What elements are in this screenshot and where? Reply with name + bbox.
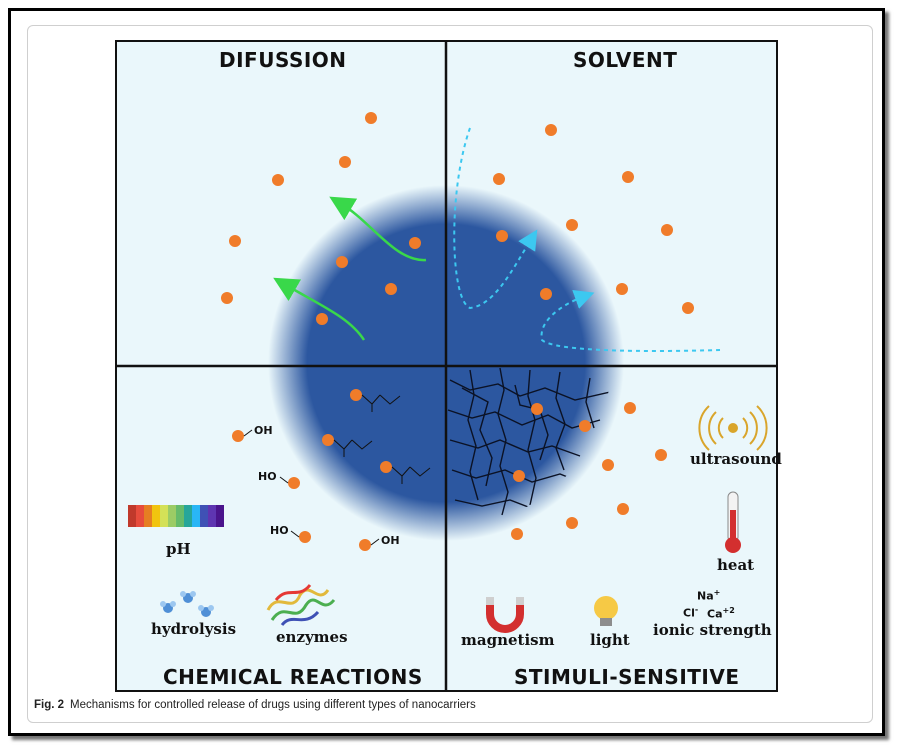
figure-caption: Fig. 2 Mechanisms for controlled release … — [34, 699, 476, 711]
ester-molecules — [322, 389, 431, 484]
heat-label: heat — [717, 556, 755, 574]
calcium-ion: Ca+2 — [707, 606, 735, 621]
diffusion-title: DIFUSSION — [219, 48, 347, 72]
diffusion-arrow — [329, 196, 427, 262]
chemical-reactions-title: CHEMICAL REACTIONS — [163, 665, 423, 689]
ph-scale-icon — [128, 505, 224, 527]
thermometer-icon — [725, 491, 741, 553]
drug-particles-stimuli — [511, 402, 667, 540]
solvent-title: SOLVENT — [573, 48, 678, 72]
solvent-arrow — [540, 289, 721, 352]
magnetism-label: magnetism — [461, 631, 555, 649]
drug-particles-solvent — [493, 124, 694, 314]
caption-text: Mechanisms for controlled release of dru… — [70, 699, 476, 711]
magnet-icon — [486, 597, 524, 633]
light-label: light — [590, 631, 630, 649]
hydrolysis-label: hydrolysis — [151, 620, 237, 638]
figure-label: Fig. 2 — [34, 699, 65, 711]
water-molecules-icon — [160, 591, 214, 617]
ph-label: pH — [166, 540, 191, 558]
solvent-arrow — [453, 127, 538, 310]
ultrasound-icon — [698, 405, 768, 451]
ho-label: HO — [258, 470, 277, 483]
drug-particles-diffusion — [221, 112, 421, 325]
light-bulb-icon — [594, 596, 618, 626]
enzymes-label: enzymes — [276, 628, 348, 646]
ho-label: HO — [270, 524, 289, 537]
chloride-ion: Cl- — [683, 605, 699, 620]
diffusion-arrow — [273, 277, 366, 341]
enzyme-icon — [266, 583, 336, 627]
stimuli-sensitive-title: STIMULI-SENSITIVE — [514, 665, 740, 689]
ionic-strength-label: ionic strength — [653, 621, 772, 639]
sodium-ion: Na+ — [697, 588, 721, 603]
oh-label: OH — [254, 424, 273, 437]
ultrasound-label: ultrasound — [690, 450, 782, 468]
alcohol-molecules — [232, 429, 380, 551]
oh-label: OH — [381, 534, 400, 547]
